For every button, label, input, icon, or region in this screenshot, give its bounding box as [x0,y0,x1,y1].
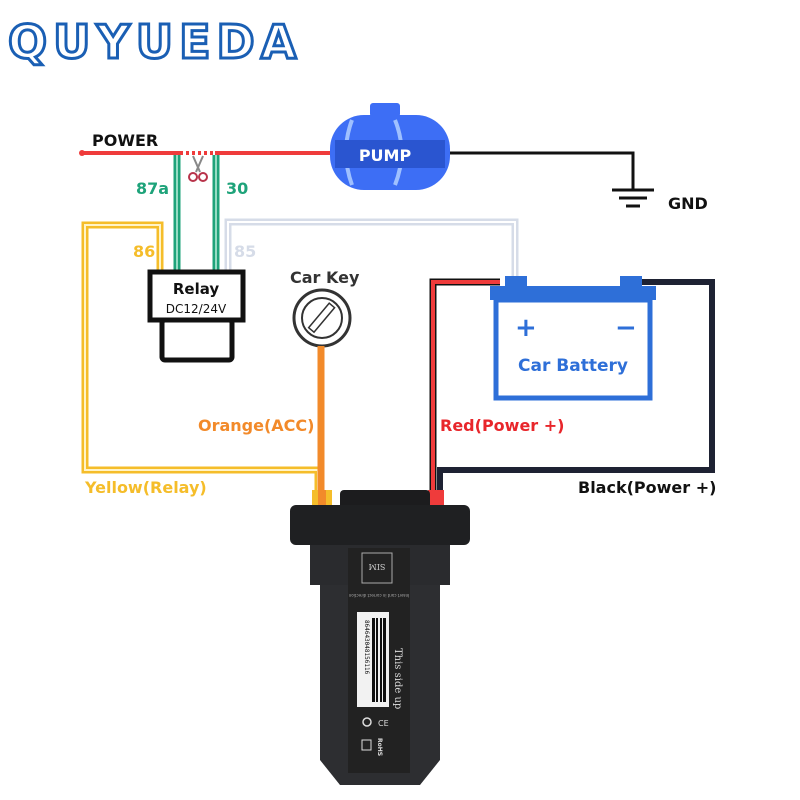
battery-minus-label: − [615,313,637,343]
gnd-label: GND [668,194,708,213]
pin-85-label: 85 [234,242,256,261]
barcode [372,618,386,702]
battery-plus-label: + [515,313,537,343]
car-key-label: Car Key [290,268,360,287]
ce-mark: CE [378,719,389,728]
barcode-number: 864643048156116 [363,620,370,675]
pump-label: PUMP [359,146,412,165]
power-label: POWER [92,131,158,150]
orange-wire-label: Orange(ACC) [198,416,314,435]
orientation-text: This side up [392,648,403,709]
pin-87a-label: 87a [136,179,169,198]
relay-title: Relay [173,280,220,298]
ground-wire [450,151,635,190]
yellow-wire-label: Yellow(Relay) [84,478,207,497]
pin-30-label: 30 [226,179,248,198]
relay-voltage: DC12/24V [166,302,227,316]
pin-86-label: 86 [133,242,155,261]
brand-logo: QUYUEDA [8,15,302,69]
black-wire [437,279,715,510]
ground-icon [612,188,654,208]
sim-hint: Insert card in correct direction [348,593,409,598]
black-wire-label: Black(Power +) [578,478,716,497]
sim-label: SIM [369,562,386,571]
recycle-icon [362,717,372,727]
car-battery: + − Car Battery [490,276,656,401]
relay: Relay DC12/24V [147,269,246,363]
rohs-mark: RoHS [376,738,383,756]
scissors-icon [188,155,208,182]
gps-tracker-device: SIM Insert card in correct direction 864… [290,490,470,785]
car-battery-label: Car Battery [518,356,628,376]
power-line [79,150,330,156]
car-key-icon [292,288,352,348]
red-wire [429,278,500,510]
weee-icon [361,739,372,751]
red-wire-label: Red(Power +) [440,416,564,435]
pump: PUMP [330,103,450,190]
acc-relay-wire-85 [224,218,519,282]
yellow-wire [81,221,322,510]
